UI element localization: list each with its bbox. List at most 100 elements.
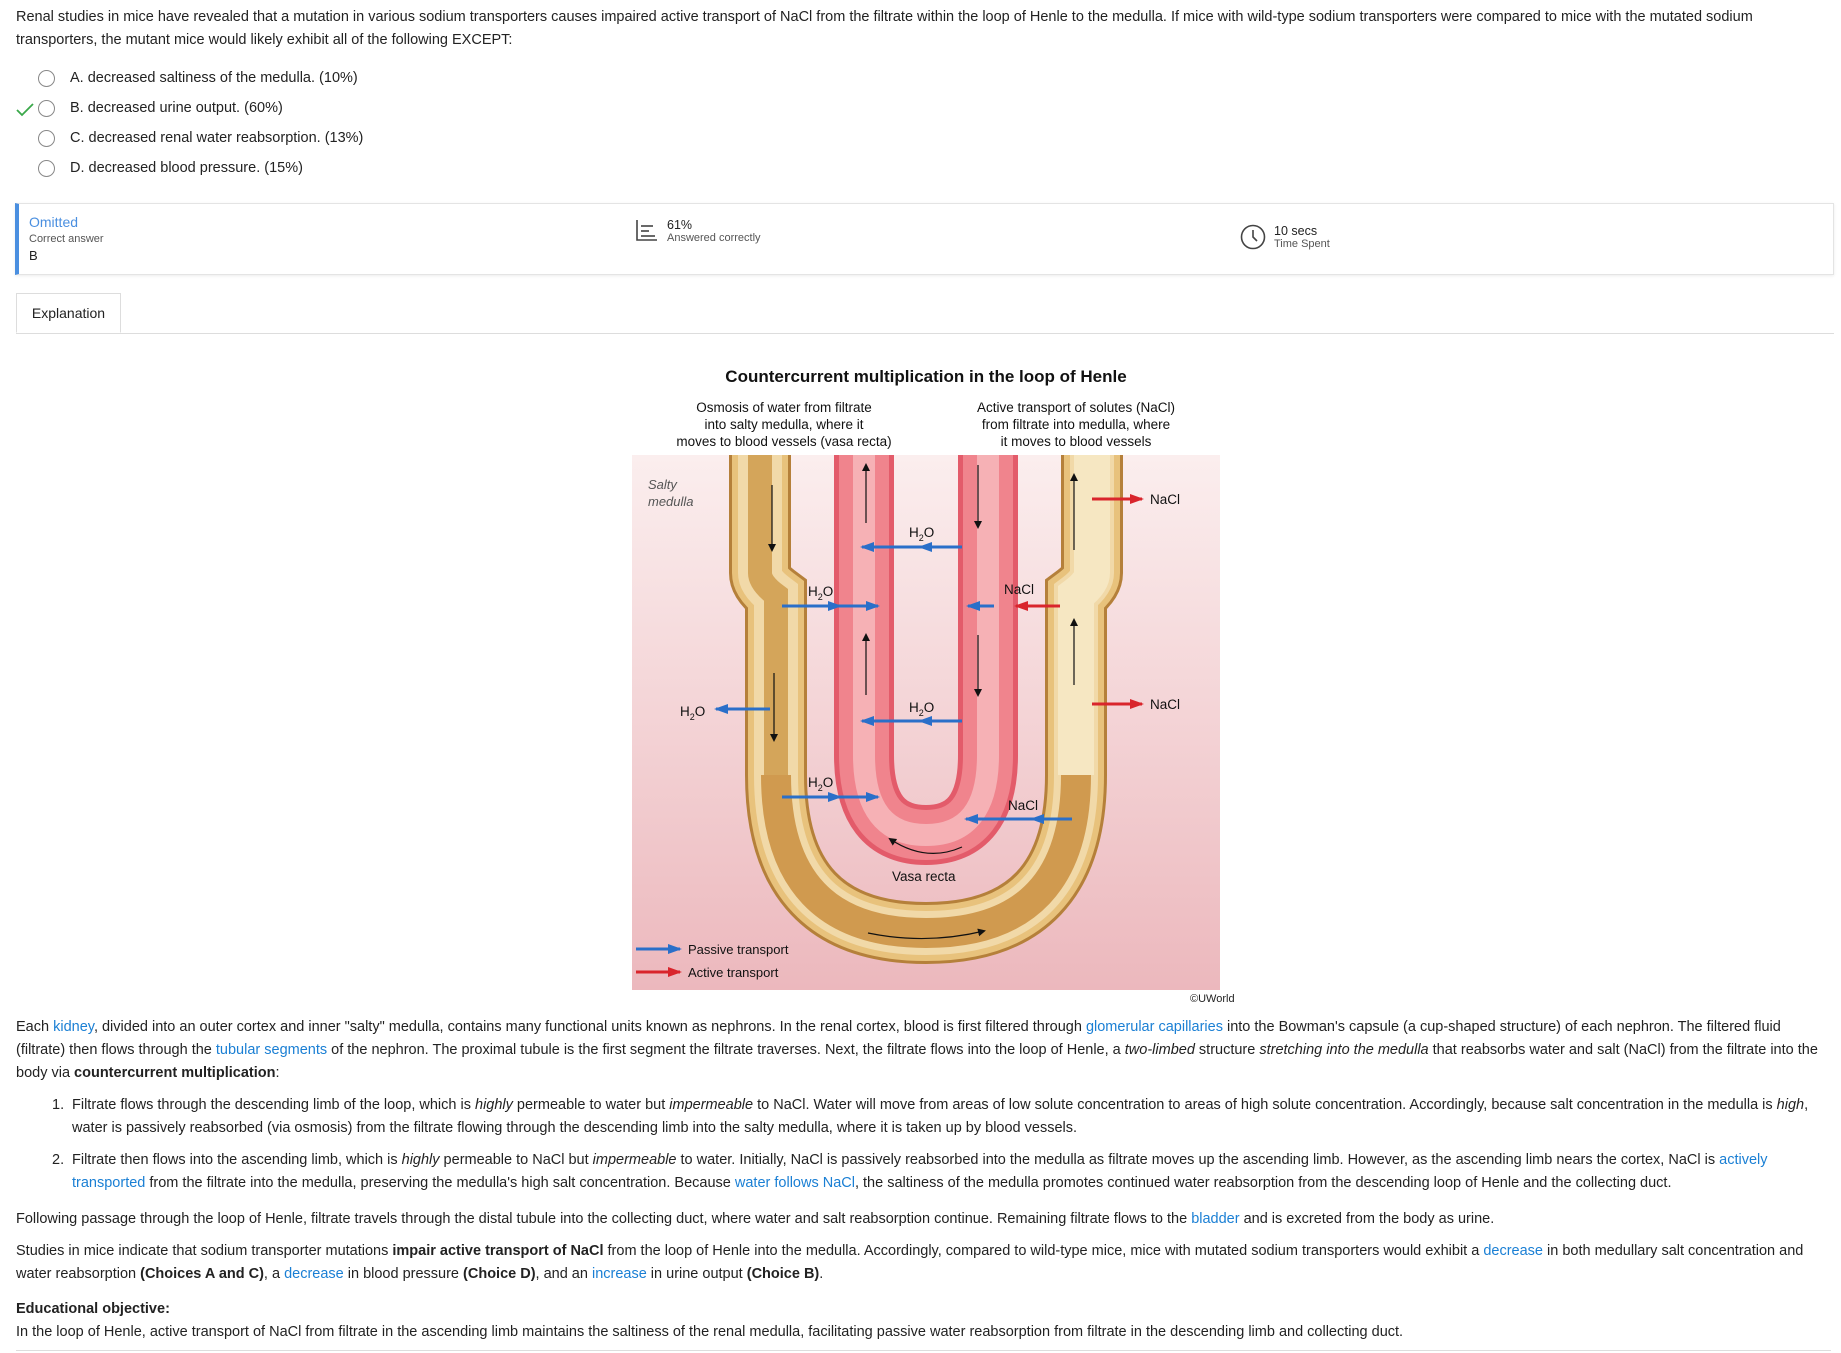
time-value: 10 secs <box>1274 224 1318 238</box>
text: to water. Initially, NaCl is passively r… <box>676 1152 1720 1168</box>
nacl-label: NaCl <box>1008 798 1038 813</box>
text: high <box>1776 1097 1805 1113</box>
text: that reabsorbs water and salt (NaCl) fro… <box>16 1042 1818 1081</box>
link-tubular-segments[interactable]: tubular segments <box>215 1042 328 1058</box>
text: Filtrate flows through the descending li… <box>72 1097 475 1113</box>
text: , water is passively reabsorbed (via osm… <box>72 1097 1809 1136</box>
time-label: Time Spent <box>1274 238 1330 250</box>
choice-label: D. decreased blood pressure. (15%) <box>70 160 303 176</box>
salty-medulla-label: medulla <box>648 494 694 509</box>
caption-line: Active transport of solutes (NaCl) <box>976 400 1176 415</box>
link-water-follows-nacl[interactable]: water follows NaCl <box>734 1175 855 1191</box>
link-increase[interactable]: increase <box>591 1266 647 1282</box>
legend-passive-label: Passive transport <box>688 942 789 957</box>
text: countercurrent multiplication <box>74 1065 276 1081</box>
text: in blood pressure <box>343 1266 464 1282</box>
text: , and an <box>535 1266 592 1282</box>
choice-label: C. decreased renal water reabsorption. (… <box>70 130 364 146</box>
text: from the loop of Henle into the medulla.… <box>603 1243 1484 1259</box>
text: from the filtrate into the medulla, pres… <box>145 1175 735 1191</box>
vasa-recta-label: Vasa recta <box>892 869 956 884</box>
text: Following passage through the loop of He… <box>16 1211 1192 1227</box>
text: to NaCl. Water will move from areas of l… <box>753 1097 1777 1113</box>
text: of the nephron. The proximal tubule is t… <box>327 1042 1125 1058</box>
clock-icon <box>1240 224 1266 250</box>
link-glomerular-capillaries[interactable]: glomerular capillaries <box>1085 1019 1223 1035</box>
text: . <box>819 1266 824 1282</box>
caption-line: moves to blood vessels (vasa recta) <box>676 434 892 449</box>
objective-text: In the loop of Henle, active transport o… <box>16 1324 1404 1340</box>
text: and is excreted from the body as urine. <box>1239 1211 1495 1227</box>
text: two-limbed <box>1124 1042 1195 1058</box>
text: structure <box>1194 1042 1260 1058</box>
legend-active-label: Active transport <box>688 965 779 980</box>
h2o-label: H2O <box>680 704 705 722</box>
text: highly <box>401 1152 440 1168</box>
link-actively-transported[interactable]: actively transported <box>72 1152 1768 1191</box>
text: impermeable <box>592 1152 677 1168</box>
ascending-limb <box>1058 455 1110 775</box>
text: : <box>275 1065 280 1081</box>
caption-line: from filtrate into medulla, where <box>981 417 1171 432</box>
nacl-label: NaCl <box>1150 697 1180 712</box>
text: , divided into an outer cortex and inner… <box>93 1019 1086 1035</box>
percent-label: Answered correctly <box>667 232 761 244</box>
loop-of-henle-diagram: Salty medulla <box>632 455 1220 990</box>
list-number: 1. <box>52 1097 65 1113</box>
radio-button[interactable] <box>38 100 55 117</box>
divider <box>16 1350 1831 1351</box>
text: permeable to water but <box>512 1097 670 1113</box>
link-decrease[interactable]: decrease <box>1483 1243 1543 1259</box>
list-number: 2. <box>52 1152 65 1168</box>
text: , a <box>263 1266 285 1282</box>
text: impermeable <box>669 1097 754 1113</box>
explanation-paragraph: Following passage through the loop of He… <box>16 1208 1831 1231</box>
text: Studies in mice indicate that sodium tra… <box>16 1243 393 1259</box>
text: Filtrate then flows into the ascending l… <box>72 1152 402 1168</box>
text: (Choices A and C) <box>140 1266 264 1282</box>
time-spent: 10 secs Time Spent <box>1240 224 1330 250</box>
h2o-label: H2O <box>808 584 833 602</box>
tab-bar: Explanation <box>16 293 1834 334</box>
text: in urine output <box>646 1266 747 1282</box>
text: permeable to NaCl but <box>439 1152 593 1168</box>
text: highly <box>475 1097 513 1113</box>
text: in both medullary salt concentration and… <box>16 1243 1804 1282</box>
correct-answer-value: B <box>29 248 38 263</box>
link-decrease[interactable]: decrease <box>284 1266 344 1282</box>
link-kidney[interactable]: kidney <box>53 1019 94 1035</box>
text: (Choice B) <box>746 1266 820 1282</box>
link-bladder[interactable]: bladder <box>1191 1211 1240 1227</box>
blood-flow-arrow-turn <box>888 837 963 854</box>
caption-line: it moves to blood vessels <box>1000 434 1152 449</box>
text: , the saltiness of the medulla promotes … <box>854 1175 1672 1191</box>
educational-objective: Educational objective: In the loop of He… <box>16 1298 1831 1344</box>
radio-button[interactable] <box>38 70 55 87</box>
percent-value: 61% <box>667 218 693 232</box>
nacl-label: NaCl <box>1004 582 1034 597</box>
nacl-label: NaCl <box>1150 492 1180 507</box>
correct-check-icon <box>16 103 34 117</box>
text: into the Bowman's capsule (a cup-shaped … <box>16 1019 1781 1058</box>
correct-answer-label: Correct answer <box>29 233 104 245</box>
percent-correct: 61% Answered correctly <box>635 218 761 244</box>
objective-heading: Educational objective: <box>16 1301 170 1317</box>
radio-button[interactable] <box>38 130 55 147</box>
h2o-label: H2O <box>909 525 934 543</box>
loop-bend <box>761 774 1091 949</box>
explanation-paragraph: Studies in mice indicate that sodium tra… <box>16 1240 1831 1286</box>
caption-line: into salty medulla, where it <box>704 417 864 432</box>
text: Each <box>16 1019 54 1035</box>
radio-button[interactable] <box>38 160 55 177</box>
caption-line: Osmosis of water from filtrate <box>696 400 872 415</box>
choice-label: A. decreased saltiness of the medulla. (… <box>70 70 358 86</box>
bar-chart-icon <box>636 220 657 241</box>
answer-status: Omitted Correct answer B <box>29 214 104 263</box>
text: (Choice D) <box>463 1266 536 1282</box>
question-stem: Renal studies in mice have revealed that… <box>16 9 1753 48</box>
tab-explanation[interactable]: Explanation <box>16 293 121 333</box>
choice-label: B. decreased urine output. (60%) <box>70 100 283 116</box>
text: stretching into the medulla <box>1259 1042 1429 1058</box>
figure-title: Countercurrent multiplication in the loo… <box>725 367 1127 386</box>
